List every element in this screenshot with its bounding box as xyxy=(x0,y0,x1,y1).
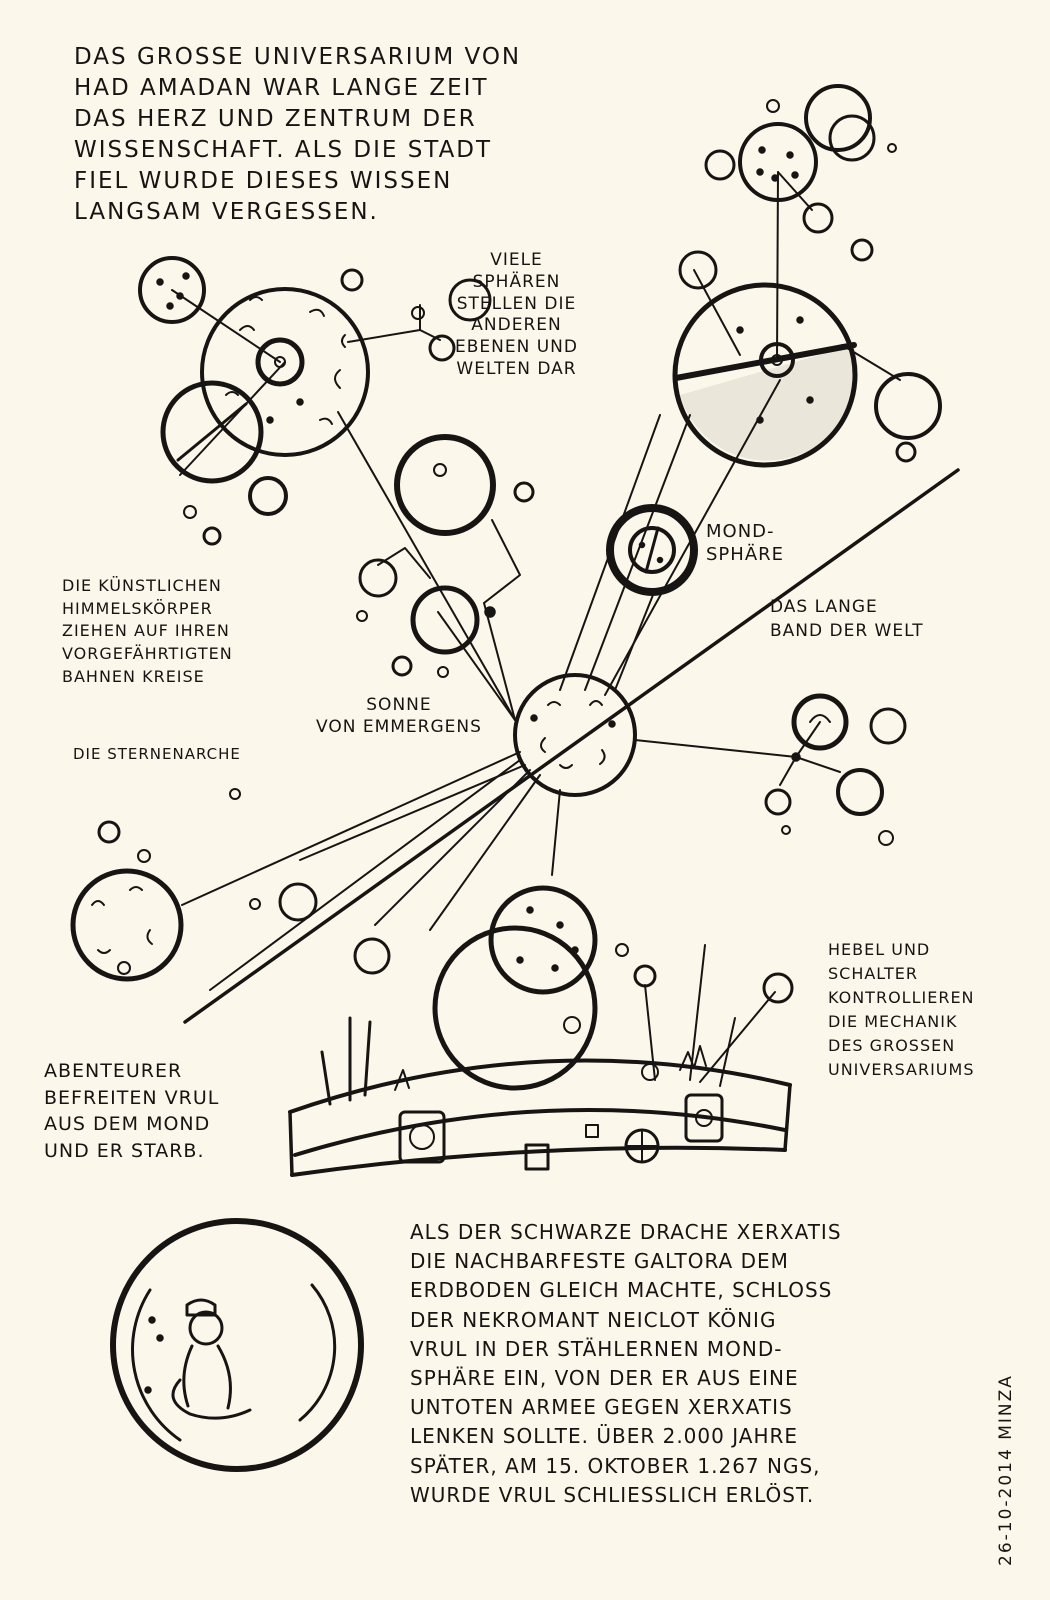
planet-sphere-icon xyxy=(394,434,496,536)
spheres-caption: VIELE SPHÄREN STELLEN DIE ANDEREN EBENEN… xyxy=(455,250,578,381)
intro-line: DAS GROSSE UNIVERSARIUM VON xyxy=(74,44,522,70)
caption-line: DIE MECHANIK xyxy=(828,1012,958,1031)
story-text: ALS DER SCHWARZE DRACHE XERXATIS DIE NAC… xyxy=(410,1218,842,1510)
sun-label-line: VON EMMERGENS xyxy=(316,717,482,738)
story-line: VRUL IN DER STÄHLERNEN MOND- xyxy=(410,1336,783,1361)
moon-sphere-icon xyxy=(606,504,698,596)
planet-sphere-icon xyxy=(70,868,184,982)
sun-rays xyxy=(181,379,781,991)
planet-sphere-icon xyxy=(488,885,598,995)
story-line: SPÄTER, AM 15. OKTOBER 1.267 NGS, xyxy=(410,1453,821,1478)
band-label-line: BAND DER WELT xyxy=(770,620,924,641)
intro-line: WISSENSCHAFT. ALS DIE STADT xyxy=(74,137,493,164)
world-band-label: DAS LANGE BAND DER WELT xyxy=(770,596,924,644)
caption-line: STELLEN DIE xyxy=(456,293,577,314)
moon-label-line: MOND- xyxy=(706,521,775,542)
caption-line: ABENTEURER xyxy=(44,1060,183,1082)
caption-line: SCHALTER xyxy=(828,964,919,983)
planet-sphere-icon xyxy=(138,256,206,324)
sun-label-line: SONNE xyxy=(366,695,432,715)
planet-sphere-icon xyxy=(672,282,858,468)
story-line: ALS DER SCHWARZE DRACHE XERXATIS xyxy=(410,1220,842,1244)
caption-line: ANDEREN xyxy=(471,315,562,336)
world-band-line xyxy=(183,468,960,1024)
adventurers-caption: ABENTEURER BEFREITEN VRUL AUS DEM MOND U… xyxy=(44,1058,219,1164)
moon-label-line: SPHÄRE xyxy=(706,544,785,566)
band-label-line: DAS LANGE xyxy=(770,597,878,617)
caption-line: AUS DEM MOND xyxy=(44,1113,211,1136)
intro-line: FIEL WURDE DIESES WISSEN xyxy=(74,168,453,195)
date-signature: 26-10-2014 MINZA xyxy=(996,1374,1016,1566)
story-line: UNTOTEN ARMEE GEGEN XERXATIS xyxy=(410,1395,793,1420)
caption-line: SPHÄREN xyxy=(472,271,561,292)
story-line: DER NEKROMANT NEICLOT KÖNIG xyxy=(410,1307,777,1332)
vrul-moon-portrait-icon xyxy=(110,1218,364,1472)
intro-line: HAD AMADAN WAR LANGE ZEIT xyxy=(74,75,489,102)
moon-sphere-label: MOND- SPHÄRE xyxy=(706,520,784,567)
story-line: DIE NACHBARFESTE GALTORA DEM xyxy=(410,1249,789,1274)
caption-line: BAHNEN KREISE xyxy=(62,666,205,686)
planet-sphere-icon xyxy=(200,287,370,457)
caption-line: DIE KÜNSTLICHEN xyxy=(62,576,222,595)
planet-sphere-icon xyxy=(432,925,629,1091)
intro-text: DAS GROSSE UNIVERSARIUM VON HAD AMADAN W… xyxy=(74,42,521,228)
caption-line: UND ER STARB. xyxy=(44,1139,205,1162)
caption-line: KONTROLLIEREN xyxy=(828,988,975,1007)
celestial-bodies-caption: DIE KÜNSTLICHEN HIMMELSKÖRPER ZIEHEN AUF… xyxy=(62,575,233,689)
caption-line: VIELE xyxy=(490,250,543,270)
caption-line: VORGEFÄHRTIGTEN xyxy=(62,644,233,664)
story-line: SPHÄRE EIN, VON DER ER AUS EINE xyxy=(410,1365,799,1390)
connection-rods xyxy=(171,171,901,876)
sun-label: SONNE VON EMMERGENS xyxy=(316,694,482,738)
caption-line: HEBEL UND xyxy=(828,940,931,959)
planet-sphere-icon xyxy=(160,380,264,484)
star-ark-label: DIE STERNENARCHE xyxy=(73,745,241,763)
story-line: LENKEN SOLLTE. ÜBER 2.000 JAHRE xyxy=(410,1424,799,1449)
caption-line: DES GROSSEN xyxy=(828,1036,956,1055)
planet-sphere-icon xyxy=(791,693,849,751)
caption-line: HIMMELSKÖRPER xyxy=(62,598,213,618)
caption-line: EBENEN UND xyxy=(455,337,578,357)
caption-line: BEFREITEN VRUL xyxy=(44,1086,220,1109)
planet-sphere-icon xyxy=(738,122,818,202)
control-console-icon xyxy=(288,944,794,1177)
caption-line: UNIVERSARIUMS xyxy=(828,1060,975,1079)
caption-line: ZIEHEN AUF IHREN xyxy=(62,621,230,641)
story-line: WURDE VRUL SCHLIESSLICH ERLÖST. xyxy=(410,1482,815,1507)
sun-sphere-icon xyxy=(513,673,637,797)
intro-line: LANGSAM VERGESSEN. xyxy=(74,199,379,226)
levers-caption: HEBEL UND SCHALTER KONTROLLIEREN DIE MEC… xyxy=(828,938,975,1082)
intro-line: DAS HERZ UND ZENTRUM DER xyxy=(74,106,477,133)
story-line: ERDBODEN GLEICH MACHTE, SCHLOSS xyxy=(410,1278,833,1303)
caption-line: WELTEN DAR xyxy=(456,358,577,379)
